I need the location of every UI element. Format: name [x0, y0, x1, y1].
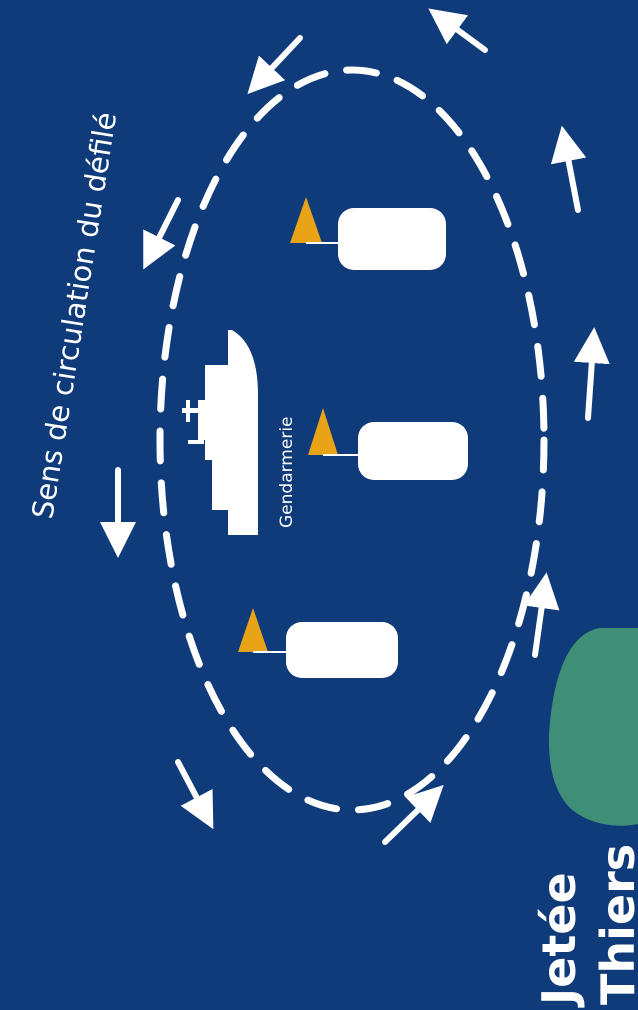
buoy-label-box	[358, 422, 468, 480]
buoy-label-box	[338, 208, 446, 270]
buoy-label-box	[286, 622, 398, 678]
arrow-icon	[588, 360, 592, 418]
jetty-label-line2: Thiers	[591, 844, 638, 1005]
ship-label: Gendarmerie	[277, 417, 297, 529]
jetty-label-line1: Jetée	[532, 872, 586, 1008]
